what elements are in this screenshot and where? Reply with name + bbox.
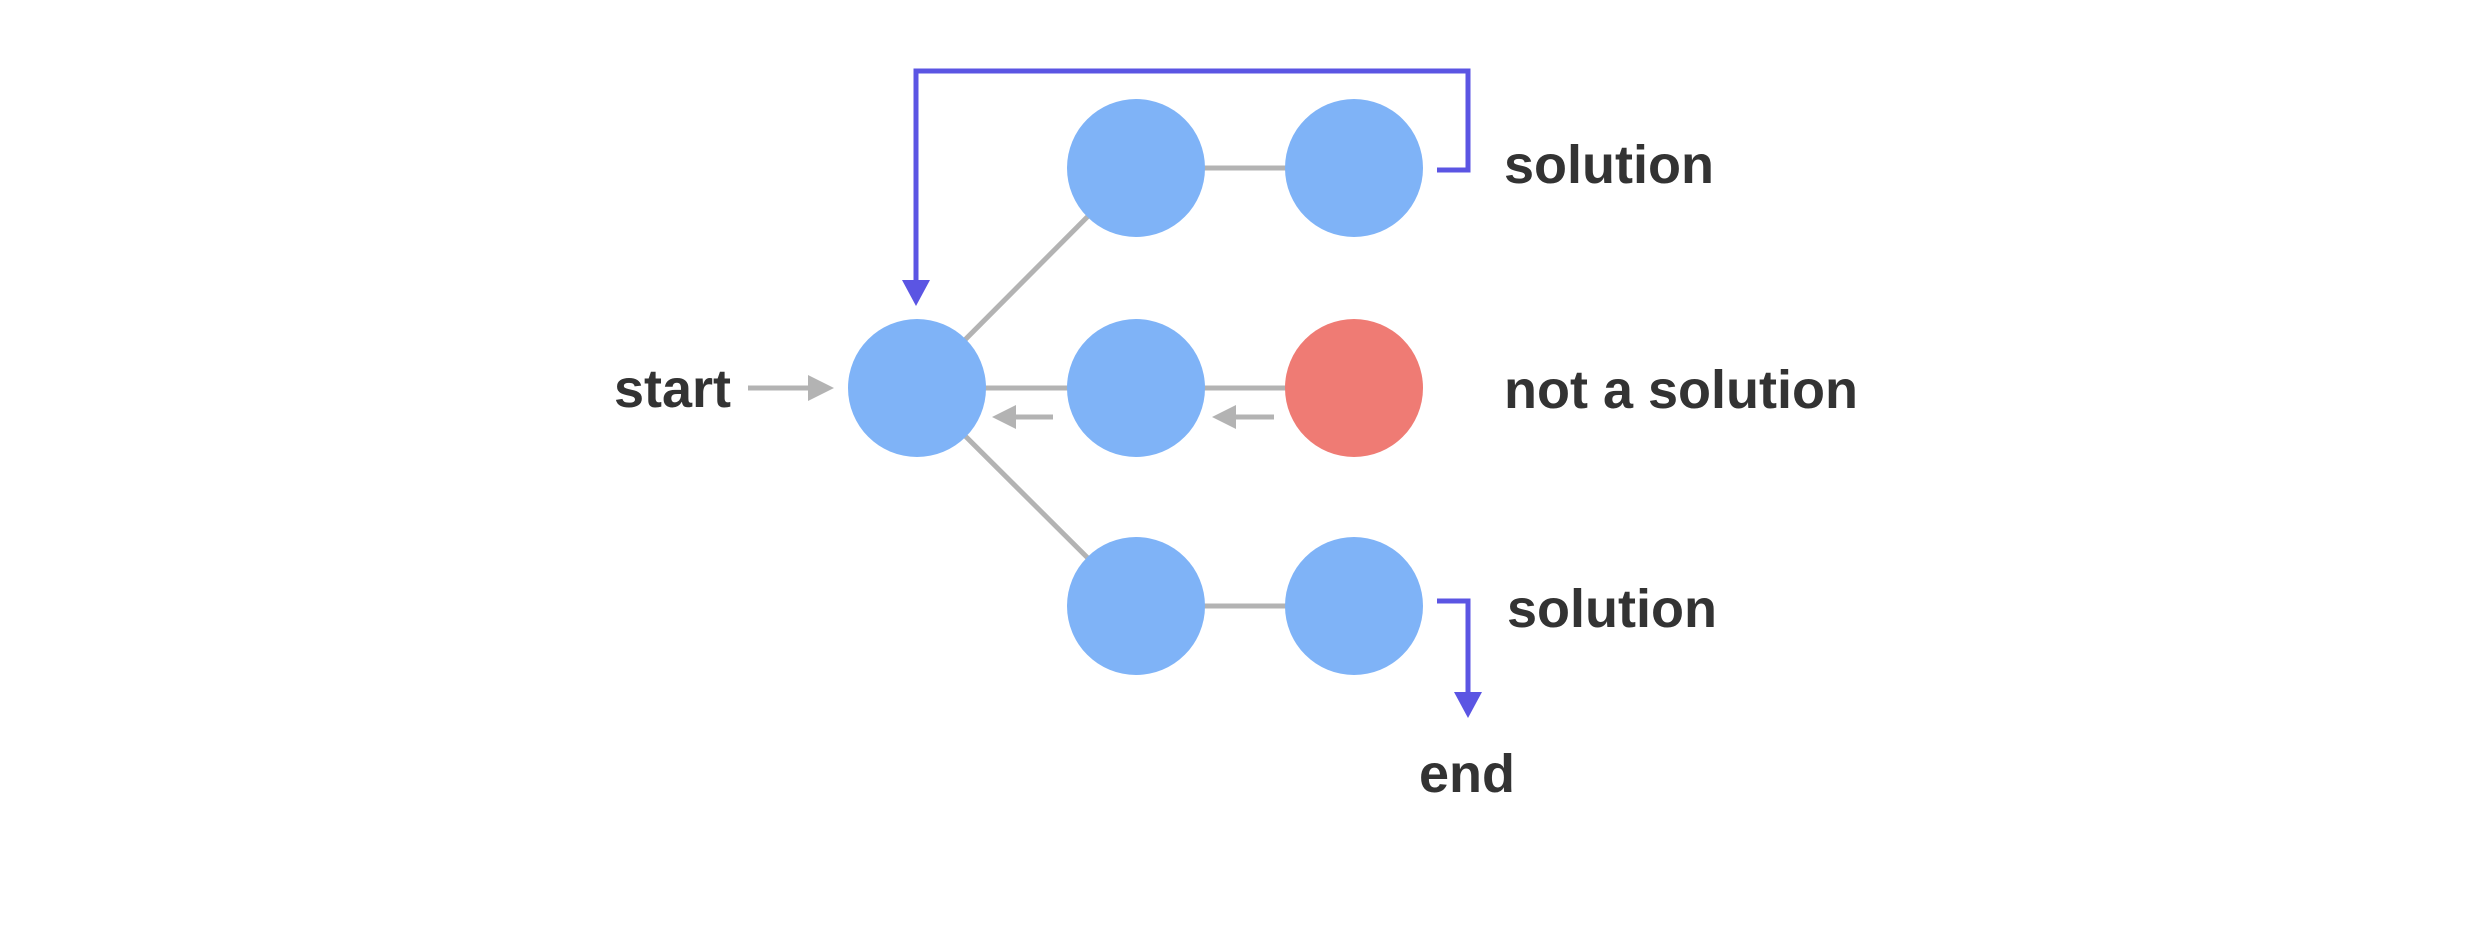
end-label: end: [1419, 744, 1515, 804]
start-label: start: [614, 359, 731, 419]
bottom-node-2: [1285, 537, 1423, 675]
bottom-solution-label: solution: [1507, 579, 1717, 639]
middle-node-1: [1067, 319, 1205, 457]
backtrack-arrow-1: [992, 405, 1053, 429]
top-node-1: [1067, 99, 1205, 237]
middle-node-dead-end: [1285, 319, 1423, 457]
tree-nodes: [848, 99, 1423, 675]
top-solution-label: solution: [1504, 135, 1714, 195]
not-a-solution-label: not a solution: [1504, 360, 1858, 420]
solution-loop-arrow: [902, 68, 1471, 306]
backtrack-arrow-2: [1212, 405, 1274, 429]
bottom-node-1: [1067, 537, 1205, 675]
root-node: [848, 319, 986, 457]
top-node-2: [1285, 99, 1423, 237]
start-arrow: [748, 375, 834, 401]
solution-end-arrow: [1437, 598, 1482, 718]
